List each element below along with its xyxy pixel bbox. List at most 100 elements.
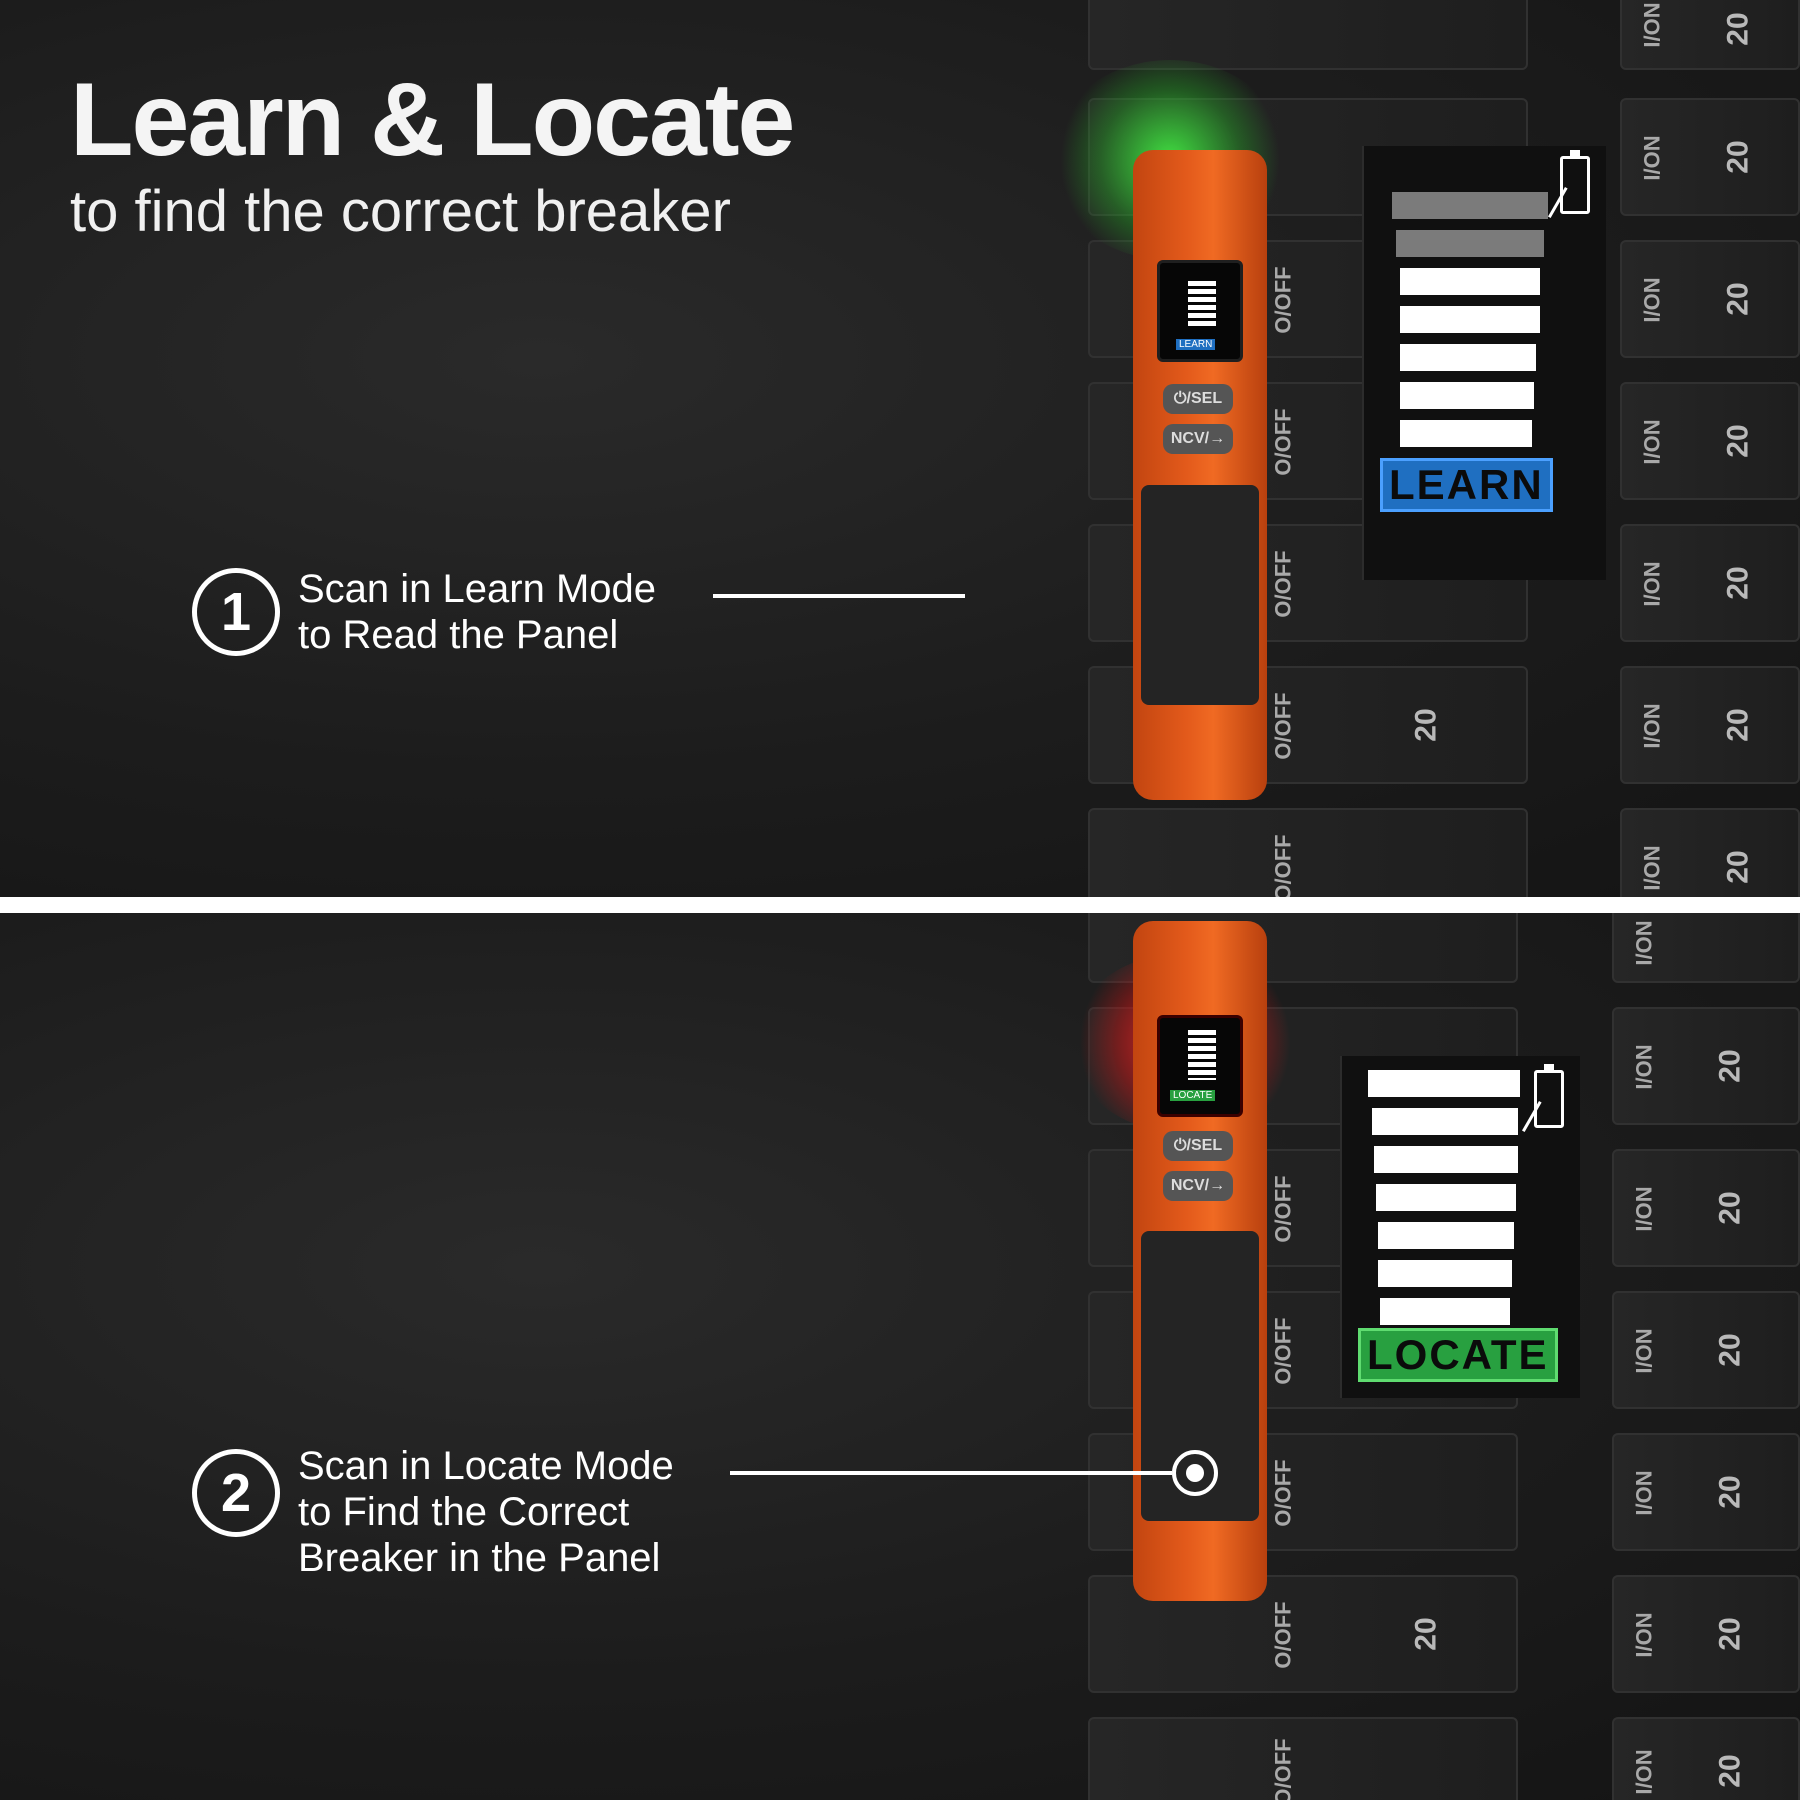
breaker-off-label: O/OFF [1270, 692, 1296, 760]
breaker-rating: 20 [1713, 1617, 1747, 1651]
signal-bar [1392, 192, 1548, 219]
breaker-rating: 20 [1713, 1754, 1747, 1788]
tester-screen: LEARN [1157, 260, 1243, 362]
breaker-state: I/ON [1631, 920, 1657, 966]
breaker: I/ON 20 [1620, 98, 1800, 216]
breaker: I/ON 20 [1612, 1149, 1800, 1267]
step-2-leader-line [730, 1471, 1172, 1475]
step-1-line-2: to Read the Panel [298, 613, 619, 657]
battery-icon [1534, 1064, 1564, 1128]
breaker-rating: 20 [1721, 850, 1755, 884]
breaker-off-label: O/OFF [1270, 550, 1296, 618]
breaker-column-right: I/ON 20 I/ON 20 I/ON 20 I/ON 20 I/ON 20 … [1620, 0, 1800, 897]
signal-bar [1400, 306, 1540, 333]
breaker-off-label: O/OFF [1270, 1738, 1296, 1800]
signal-bar [1380, 1298, 1510, 1325]
breaker: I/ON [1612, 913, 1800, 983]
breaker-off-label: O/OFF [1270, 834, 1296, 897]
breaker: I/ON 20 [1612, 1575, 1800, 1693]
breaker-rating: 20 [1721, 424, 1755, 458]
signal-bar [1372, 1108, 1518, 1135]
learn-callout: LEARN [1362, 146, 1606, 580]
breaker: I/ON 20 [1620, 808, 1800, 897]
step-2-line-2: to Find the Correct [298, 1490, 630, 1534]
signal-bar [1400, 420, 1532, 447]
breaker-state: I/ON [1639, 845, 1665, 891]
step-2: 2 Scan in Locate Mode to Find the Correc… [192, 1444, 674, 1581]
breaker-state: I/ON [1639, 703, 1665, 749]
breaker-rating: 20 [1713, 1333, 1747, 1367]
page-title: Learn & Locate [70, 62, 795, 178]
breaker-state: I/ON [1631, 1612, 1657, 1658]
signal-bar [1368, 1070, 1520, 1097]
breaker-off-label: O/OFF [1270, 408, 1296, 476]
panel-divider [0, 897, 1800, 913]
breaker-rating: 20 [1721, 708, 1755, 742]
step-1-leader-line [713, 594, 965, 598]
breaker-state: I/ON [1639, 135, 1665, 181]
breaker: I/ON 20 [1612, 1291, 1800, 1409]
locate-panel: O/OFF O/OFF O/OFF O/OFF 20 O/OFF I/ON I/… [0, 913, 1800, 1800]
step-2-target-dot [1172, 1450, 1218, 1496]
signal-bar [1378, 1222, 1514, 1249]
tester-grip [1141, 485, 1259, 705]
breaker: I/ON 20 [1612, 1433, 1800, 1551]
step-1-line-1: Scan in Learn Mode [298, 567, 657, 611]
breaker: I/ON 20 [1612, 1007, 1800, 1125]
signal-bar [1378, 1260, 1512, 1287]
breaker-state: I/ON [1639, 2, 1665, 48]
breaker [1088, 0, 1528, 70]
signal-bar [1376, 1184, 1516, 1211]
page-subtitle: to find the correct breaker [70, 179, 731, 244]
breaker-rating: 20 [1713, 1191, 1747, 1225]
signal-bar [1400, 382, 1534, 409]
breaker: I/ON 20 [1612, 1717, 1800, 1800]
battery-icon [1560, 150, 1590, 214]
breaker-state: I/ON [1639, 561, 1665, 607]
breaker-state: I/ON [1631, 1749, 1657, 1795]
breaker: O/OFF [1088, 1717, 1518, 1800]
breaker-state: I/ON [1631, 1328, 1657, 1374]
step-2-line-3: Breaker in the Panel [298, 1536, 661, 1580]
breaker-state: I/ON [1631, 1470, 1657, 1516]
ncv-button[interactable]: NCV/→ [1163, 424, 1233, 454]
breaker-rating: 20 [1721, 566, 1755, 600]
locate-callout: LOCATE [1340, 1056, 1580, 1398]
learn-panel: O/OFF O/OFF O/OFF O/OFF 20 O/OFF I/ON 20 [0, 0, 1800, 897]
signal-bar [1396, 230, 1544, 257]
breaker-rating: 20 [1721, 140, 1755, 174]
breaker-off-label: O/OFF [1270, 1175, 1296, 1243]
step-1-text: Scan in Learn Mode to Read the Panel [298, 566, 656, 658]
breaker-rating: 20 [1713, 1475, 1747, 1509]
breaker: O/OFF [1088, 808, 1528, 897]
learn-mode-label: LEARN [1380, 458, 1553, 512]
breaker-rating: 20 [1409, 1617, 1443, 1651]
voltage-tester: LOCATE ⏻/SEL NCV/→ [1133, 921, 1267, 1601]
tester-screen: LOCATE [1157, 1015, 1243, 1117]
breaker-rating: 20 [1409, 708, 1443, 742]
step-2-text: Scan in Locate Mode to Find the Correct … [298, 1443, 674, 1581]
breaker-off-label: O/OFF [1270, 266, 1296, 334]
breaker-state: I/ON [1631, 1044, 1657, 1090]
step-2-number: 2 [192, 1449, 280, 1537]
breaker-rating: 20 [1721, 282, 1755, 316]
breaker-column-right: I/ON I/ON 20 I/ON 20 I/ON 20 I/ON 20 I/O… [1612, 913, 1800, 1800]
breaker: I/ON 20 [1620, 382, 1800, 500]
step-1: 1 Scan in Learn Mode to Read the Panel [192, 566, 656, 658]
breaker-rating: 20 [1713, 1049, 1747, 1083]
breaker: I/ON 20 [1620, 0, 1800, 70]
signal-bar [1400, 344, 1536, 371]
step-1-number: 1 [192, 568, 280, 656]
power-select-button[interactable]: ⏻/SEL [1163, 1131, 1233, 1161]
locate-mode-label: LOCATE [1358, 1328, 1558, 1382]
ncv-button[interactable]: NCV/→ [1163, 1171, 1233, 1201]
breaker-off-label: O/OFF [1270, 1459, 1296, 1527]
breaker-state: I/ON [1639, 277, 1665, 323]
tester-screen-mode: LEARN [1176, 339, 1216, 350]
breaker: I/ON 20 [1620, 666, 1800, 784]
signal-bar [1400, 268, 1540, 295]
tester-screen-mode: LOCATE [1170, 1090, 1216, 1101]
breaker: I/ON 20 [1620, 240, 1800, 358]
power-select-button[interactable]: ⏻/SEL [1163, 384, 1233, 414]
